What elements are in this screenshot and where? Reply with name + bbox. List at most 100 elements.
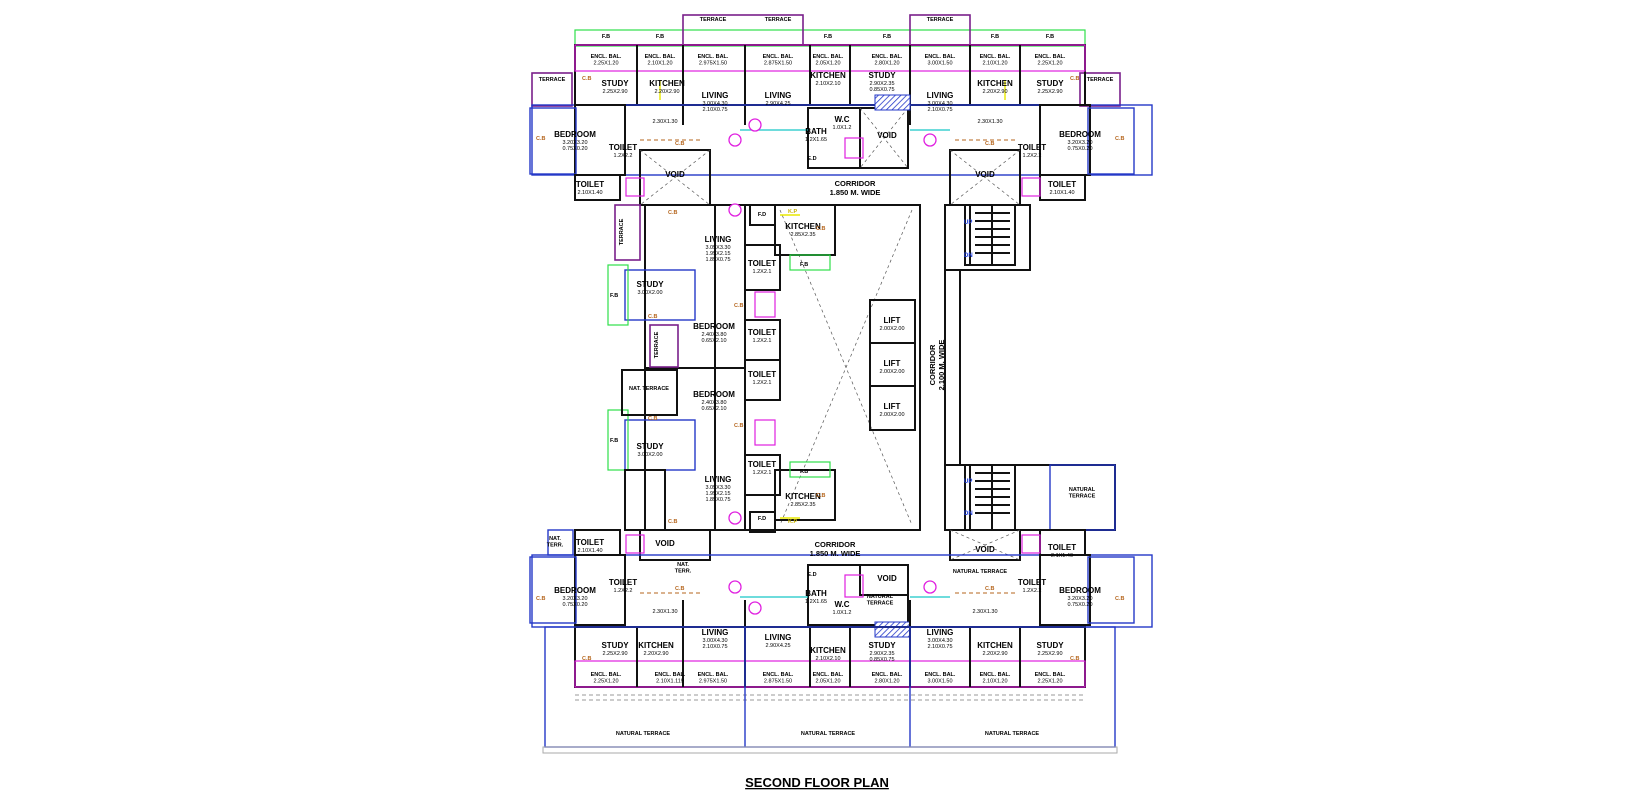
room-dimension: 2.05X1.20 xyxy=(815,61,840,67)
room-name: BEDROOM xyxy=(554,586,596,595)
room-name: VOID xyxy=(877,131,897,140)
room-dimension: 1.2X2.2 xyxy=(1023,153,1042,159)
room-dimension: 1.0X1.2 xyxy=(833,125,852,131)
cb-tag: C.B xyxy=(536,596,546,602)
room-name: STUDY xyxy=(868,641,896,650)
room-dimension: 2.40X3.80 xyxy=(701,400,726,406)
room-name: LIVING xyxy=(927,91,954,100)
terrace-tag: TERRACE xyxy=(654,331,660,358)
room-name: KITCHEN xyxy=(977,641,1013,650)
room-name: BEDROOM xyxy=(1059,130,1101,139)
room-name: E.D xyxy=(807,572,816,578)
room-name: NATURAL xyxy=(867,594,894,600)
room-name: KITCHEN xyxy=(638,641,674,650)
room-dimension: 2.20X2.90 xyxy=(654,89,679,95)
room-name: BEDROOM xyxy=(693,322,735,331)
room-dimension: 3.00X1.50 xyxy=(927,61,952,67)
duct-circle xyxy=(728,203,742,217)
room-name: LIVING xyxy=(765,633,792,642)
room-dimension: 1.0X1.2 xyxy=(833,610,852,616)
room-name: ENCL. BAL. xyxy=(925,54,956,60)
room-dimension: 2.25X2.90 xyxy=(602,89,627,95)
room-name: TERRACE xyxy=(927,17,954,23)
terrace-tag: TERRACE xyxy=(619,218,625,245)
room-dimension: 2.10X0.75 xyxy=(927,107,952,113)
cb-tag: C.B xyxy=(675,141,685,147)
room-dimension: 2.10X1.20 xyxy=(647,61,672,67)
cb-tag: C.B xyxy=(1115,596,1125,602)
room-dimension: 2.10X1.40 xyxy=(1049,190,1074,196)
room-dimension: 2.975X1.50 xyxy=(699,61,727,67)
room-dimension: 3.00X4.30 xyxy=(927,101,952,107)
room-name: TOILET xyxy=(609,143,637,152)
cb-tag: C.B xyxy=(734,303,744,309)
room-name: TOILET xyxy=(748,328,776,337)
room-name: NAT. TERRACE xyxy=(629,386,669,392)
room-dimension: 2.975X1.50 xyxy=(699,679,727,685)
room-name: BATH xyxy=(805,589,827,598)
room-name: TERR. xyxy=(675,569,692,575)
room-dimension: 1.85X0.75 xyxy=(705,497,730,503)
fb-tag: F.B xyxy=(610,293,618,299)
room-name: ENCL. BAL. xyxy=(1035,54,1066,60)
corridor-top-width: 1.850 M. WIDE xyxy=(830,188,881,197)
room-dimension: 3.00X1.50 xyxy=(927,679,952,685)
room-name: W.C xyxy=(834,600,849,609)
corridor-bottom-width: 1.850 M. WIDE xyxy=(810,549,861,558)
room-dimension: 2.10X0.75 xyxy=(702,644,727,650)
room-dimension: 3.05X3.30 xyxy=(705,485,730,491)
room-dimension: 2.25X1.20 xyxy=(593,679,618,685)
room-name: F.B xyxy=(656,34,664,40)
room-name: TOILET xyxy=(609,578,637,587)
room-name: NATURAL TERRACE xyxy=(985,731,1040,737)
room-name: W.C xyxy=(834,115,849,124)
duct-circle xyxy=(728,580,742,594)
duct-circle xyxy=(748,118,762,132)
corridor-bottom-label: CORRIDOR xyxy=(815,540,856,549)
room-dimension: 2.25X1.20 xyxy=(1037,61,1062,67)
room-name: NAT. xyxy=(677,562,689,568)
room-dimension: 2.1X1.40 xyxy=(1051,553,1073,559)
room-name: KITCHEN xyxy=(810,646,846,655)
room-name: TERRACE xyxy=(1069,494,1096,500)
cb-tag: C.B xyxy=(734,423,744,429)
room-name: TERR. xyxy=(547,543,564,549)
room-name: F.D xyxy=(758,516,766,522)
room-name: VOID xyxy=(877,574,897,583)
room-dimension: 1.2X2.1 xyxy=(753,269,772,275)
room-name: STUDY xyxy=(601,641,629,650)
cb-tag: C.B xyxy=(582,76,592,82)
room-name: VOID xyxy=(655,539,675,548)
fb-tag: F.B xyxy=(610,438,618,444)
room-name: NATURAL TERRACE xyxy=(801,731,856,737)
room-dimension: 2.30X1.30 xyxy=(977,119,1002,125)
room-dimension: 0.75X0.20 xyxy=(562,146,587,152)
room-name: TOILET xyxy=(748,460,776,469)
room-name: TOILET xyxy=(748,370,776,379)
room-name: ENCL. BAL. xyxy=(763,672,794,678)
cb-tag: C.B xyxy=(816,226,826,232)
cb-tag: C.B xyxy=(668,210,678,216)
stair-bottom xyxy=(969,464,1016,531)
room-name: ENCL. BAL. xyxy=(698,54,729,60)
room-dimension: 2.875X1.50 xyxy=(764,61,792,67)
room-name: TERRACE xyxy=(765,17,792,23)
room-dimension: 2.10X0.75 xyxy=(702,107,727,113)
room-name: ENCL. BAL. xyxy=(1035,672,1066,678)
room-name: KITCHEN xyxy=(785,222,821,231)
room-name: TERRACE xyxy=(867,601,894,607)
room-dimension: 2.85X2.35 xyxy=(790,232,815,238)
room-name: ENCL. BAL. xyxy=(813,54,844,60)
cb-tag: C.B xyxy=(1070,656,1080,662)
stair-down-label: DN xyxy=(964,511,973,517)
room-dimension: 1.2X1.65 xyxy=(805,599,827,605)
room-name: F.B xyxy=(991,34,999,40)
wall-layer xyxy=(529,14,1153,754)
room-dimension: 0.65X2.10 xyxy=(701,406,726,412)
fb-tag: F.B xyxy=(800,262,808,268)
room-name: LIFT xyxy=(884,402,901,411)
cb-tag: C.B xyxy=(648,416,658,422)
room-name: NAT. xyxy=(549,536,561,542)
stair-up-label: UP xyxy=(964,220,972,226)
stair-down-label: DN xyxy=(964,253,973,259)
